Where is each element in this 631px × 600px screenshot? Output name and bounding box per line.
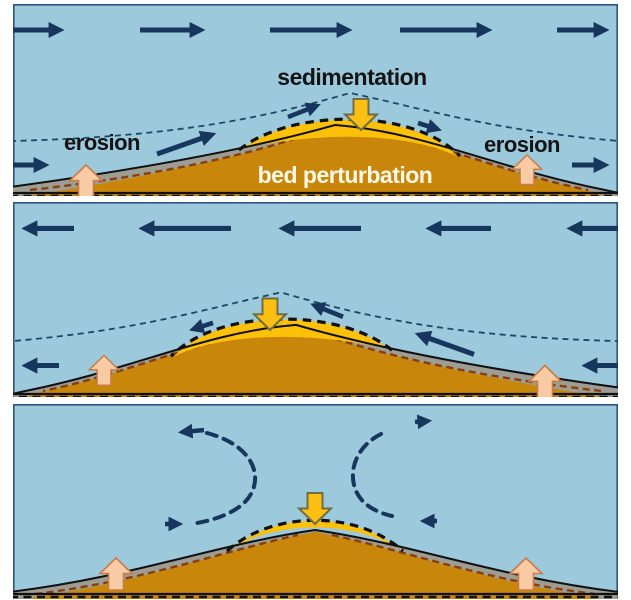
recirculation-cell-left	[165, 423, 258, 532]
perturbed-profile-dashed-right	[331, 533, 596, 596]
sedimentation-label: sedimentation	[277, 64, 426, 90]
water-scene-mirrored	[13, 203, 618, 397]
deposition-cap	[230, 520, 400, 550]
perturbed-profile-dashed-left	[34, 533, 299, 596]
bed-perturbation-label: bed perturbation	[258, 162, 433, 188]
recirculation-dashed-path	[195, 431, 258, 525]
diverging-flow-arrow	[414, 414, 433, 430]
diverging-flow-arrow	[177, 423, 205, 439]
panel1-labels: sedimentation erosion erosion bed pertur…	[64, 64, 561, 188]
recirculation-cell-right	[350, 414, 437, 529]
erosion-label-right: erosion	[484, 132, 560, 157]
panel-flow-left	[13, 202, 618, 397]
erosion-label-left: erosion	[64, 130, 140, 155]
panel-recirculation	[13, 404, 618, 599]
panel-flow-right: sedimentation erosion erosion bed pertur…	[13, 4, 618, 196]
recirculation-dashed-path	[350, 432, 394, 518]
bed-stack	[13, 518, 618, 599]
bed-mound	[33, 532, 597, 599]
